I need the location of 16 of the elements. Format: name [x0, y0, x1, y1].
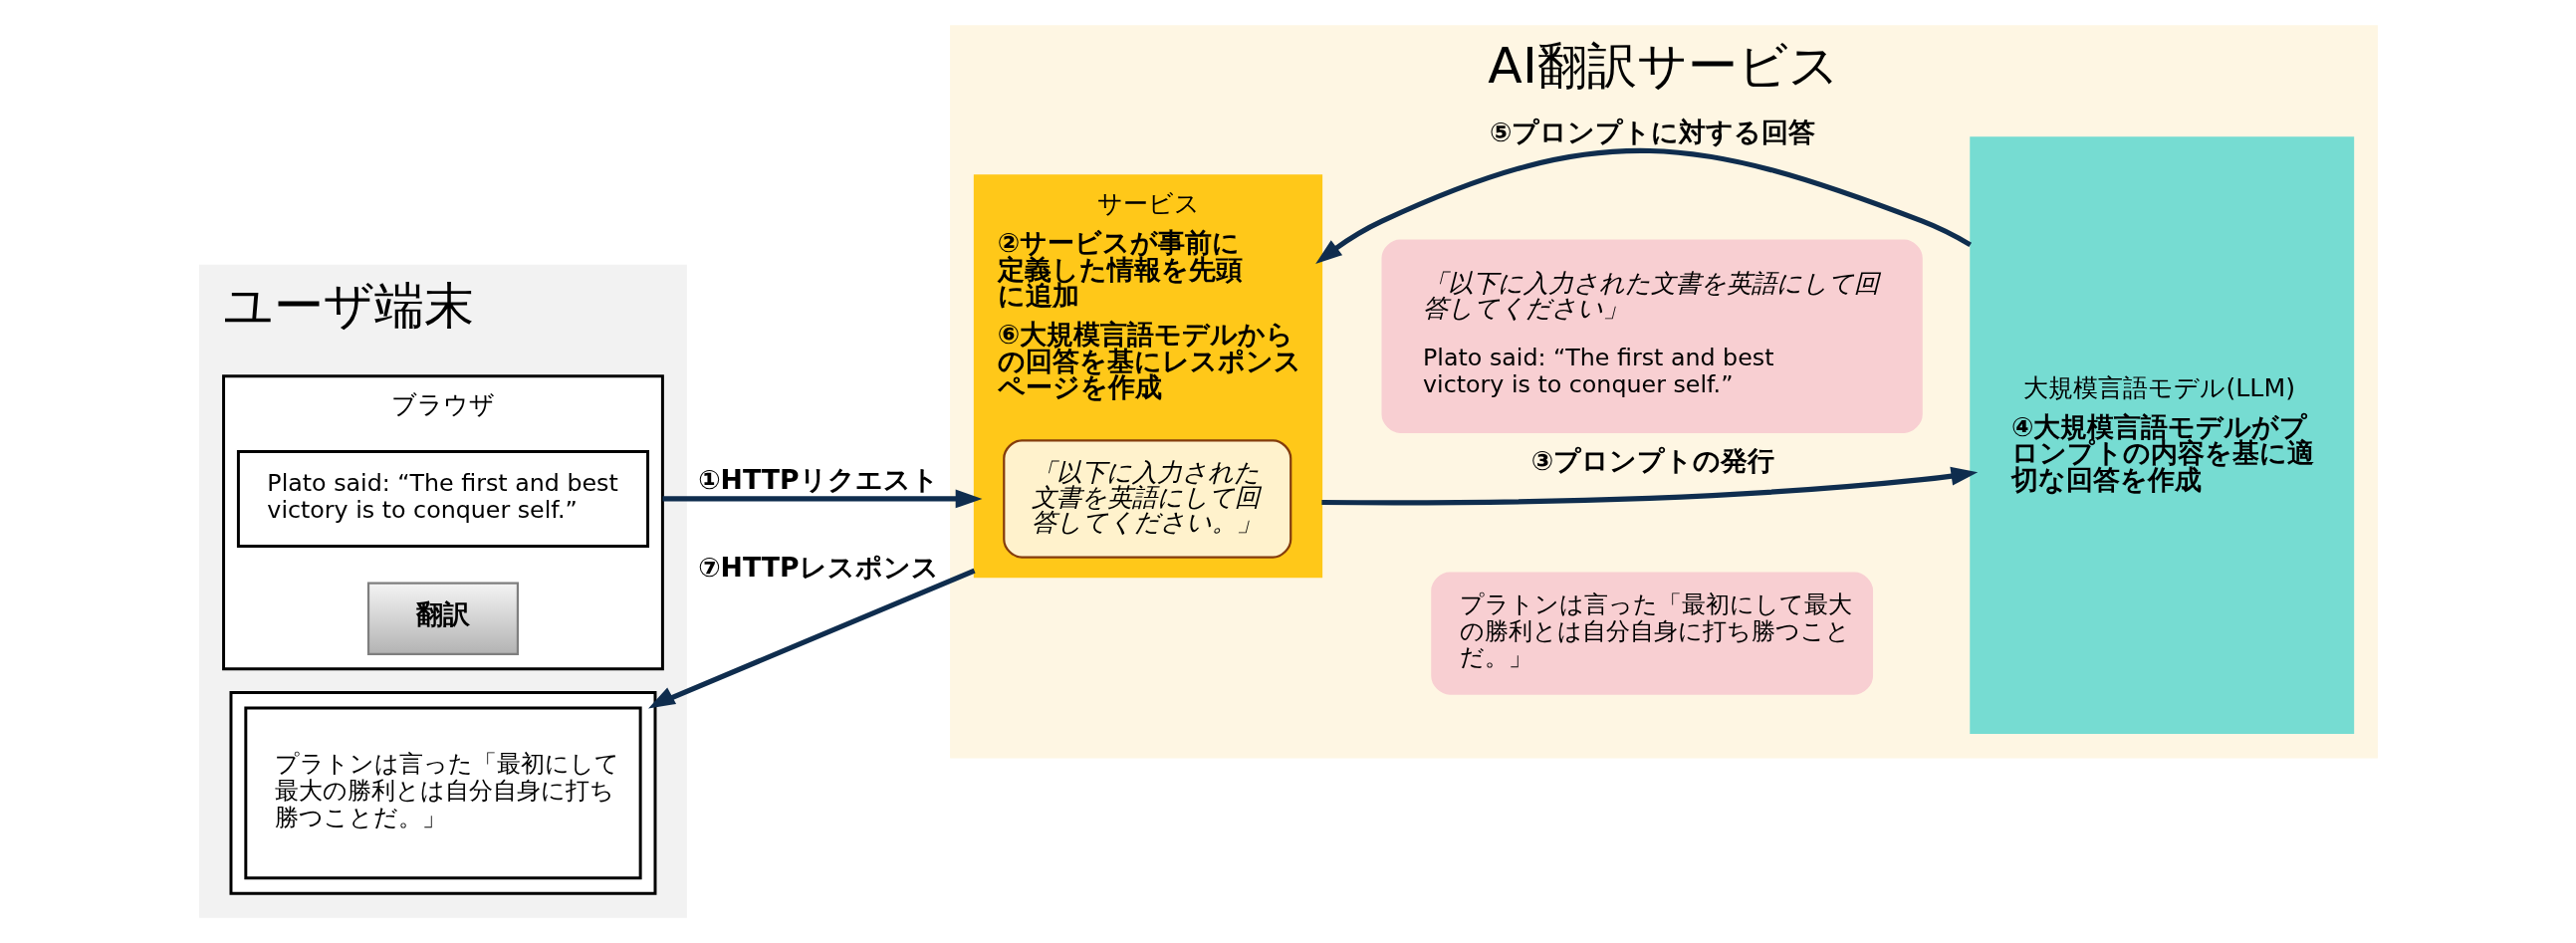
node-box: 大規模言語モデル(LLM) ④大規模言語モデルがプロンプトの内容を基に適切な回答を作成 — [1969, 136, 2354, 734]
node-box: 「以下に入力された文書を英語にして回答してください」 Plato said: “The first and best victory is to conquer self.” — [1381, 239, 1923, 433]
edge-label: ⑤プロンプトに対する回答 — [1489, 117, 1815, 148]
node-box: 翻訳 — [366, 582, 519, 655]
arrow — [1314, 147, 1972, 264]
arrow — [647, 568, 976, 709]
node-box: 「以下に入力された文書を英語にして回答してください。」 — [1002, 439, 1291, 559]
node-box: プラトンは言った「最初にして最大の勝利とは自分自身に打ち勝つことだ。」 — [1430, 572, 1873, 695]
arrow — [661, 489, 982, 509]
arrow — [1320, 466, 1978, 506]
edge-label: ⑦HTTPレスポンス — [697, 551, 939, 583]
edge-label: ①HTTPリクエスト — [697, 464, 939, 496]
edge-label: ③プロンプトの発行 — [1529, 444, 1774, 476]
node-box: Plato said: “The first and best victory is to conquer self.” — [236, 449, 649, 548]
cluster — [229, 690, 656, 895]
node-box: プラトンは言った「最初にして最大の勝利とは自分自身に打ち勝つことだ。」 — [243, 706, 642, 880]
